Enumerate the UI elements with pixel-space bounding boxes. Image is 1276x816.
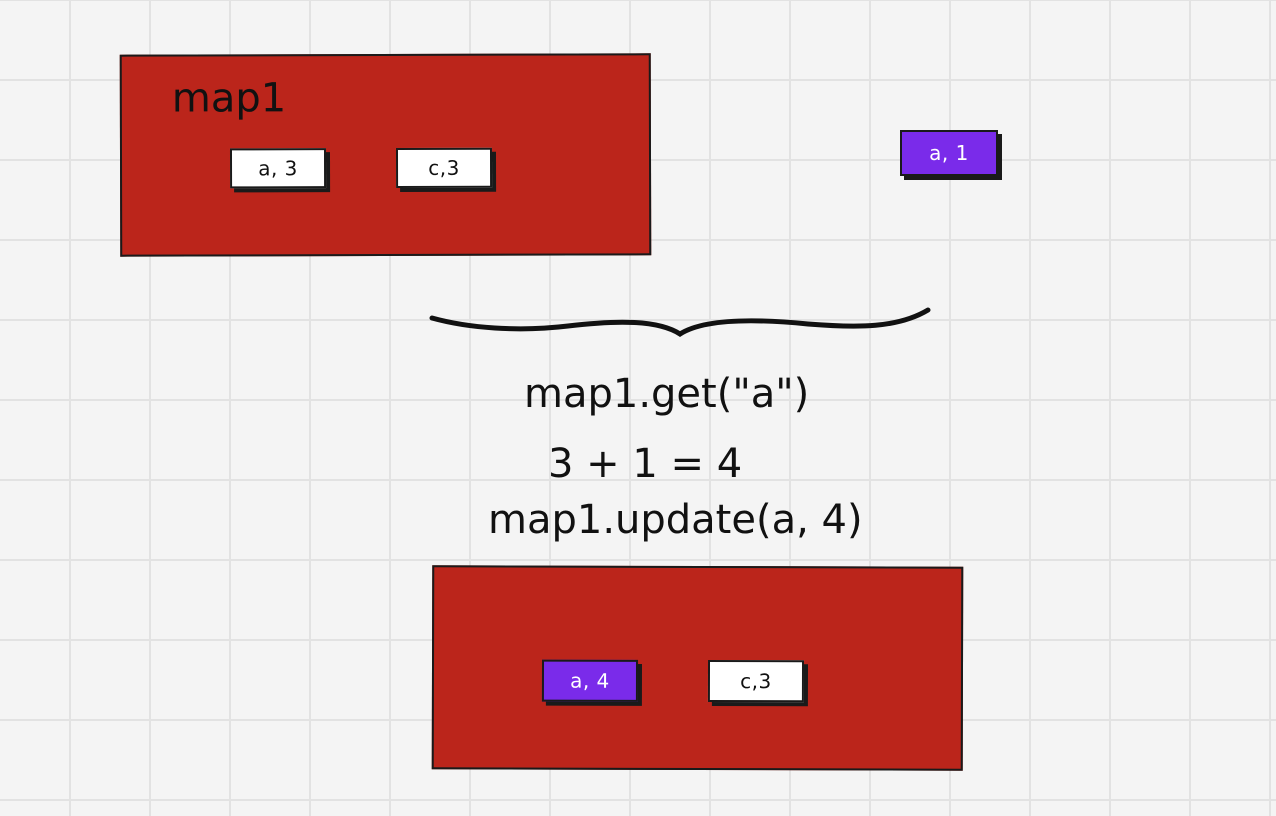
updated-map-box: a, 4 c,3 bbox=[431, 565, 964, 771]
map1-box: map1 a, 3 c,3 bbox=[119, 53, 652, 257]
entry-a3: a, 3 bbox=[229, 148, 327, 189]
curly-brace-connector bbox=[429, 307, 931, 337]
entry-a4: a, 4 bbox=[541, 659, 639, 702]
incoming-entry-a1: a, 1 bbox=[900, 130, 998, 176]
step-get-call: map1.get("a") bbox=[524, 371, 810, 417]
entry-c3-bottom: c,3 bbox=[707, 660, 805, 703]
map1-title: map1 bbox=[171, 75, 287, 122]
step-update-call: map1.update(a, 4) bbox=[488, 497, 863, 543]
entry-c3-top: c,3 bbox=[395, 147, 493, 188]
step-sum: 3 + 1 = 4 bbox=[548, 441, 743, 487]
